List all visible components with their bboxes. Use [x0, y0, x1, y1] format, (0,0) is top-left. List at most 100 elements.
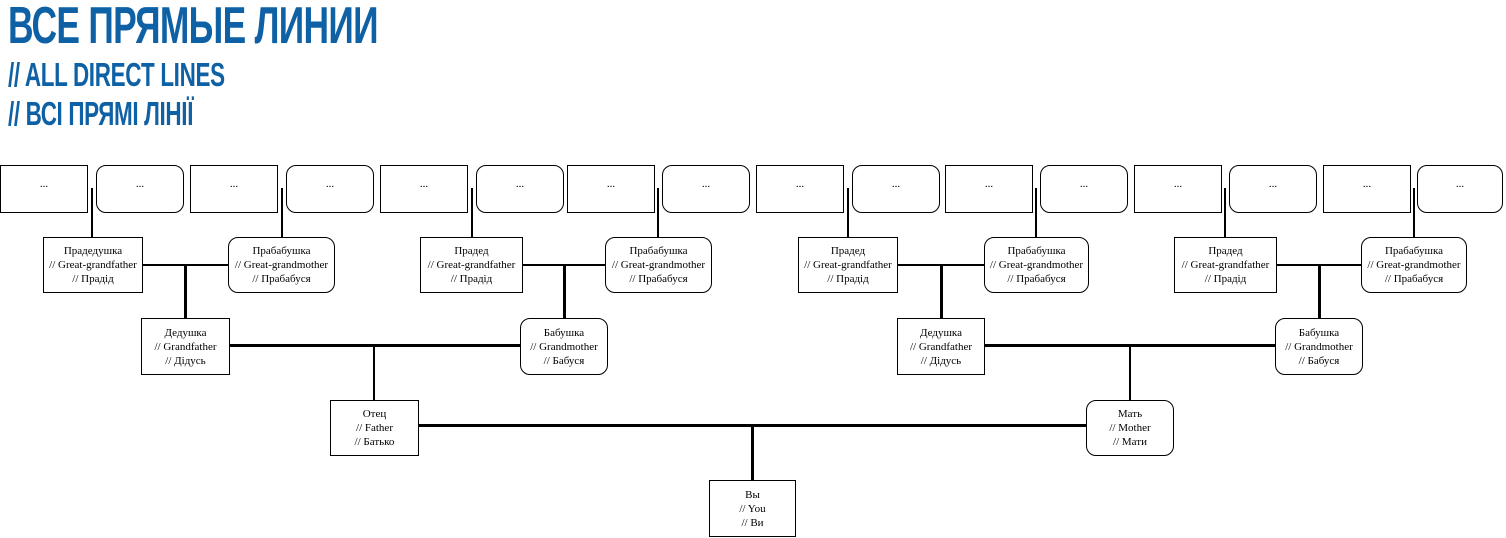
- label-uk: // Прадід: [827, 273, 869, 285]
- label-ru: Бабушка: [1298, 326, 1340, 339]
- label-ru: Прадед: [830, 245, 866, 257]
- box-great-grandfather-1: Прадедушка // Great-grandfather // Праді…: [43, 237, 143, 293]
- ancestor-label: ...: [229, 178, 239, 190]
- label-en: // Great-grandmother: [234, 259, 329, 271]
- box-ancestor-16: ...: [1417, 165, 1503, 213]
- label-ru: Вы: [745, 488, 760, 501]
- box-ancestor-14: ...: [1229, 165, 1317, 213]
- label-ru: Прабабушка: [1384, 245, 1443, 257]
- box-ancestor-5: ...: [380, 165, 468, 213]
- box-ancestor-6: ...: [476, 165, 564, 213]
- ancestor-label: ...: [984, 178, 994, 190]
- label-ru: Прабабушка: [252, 245, 311, 257]
- label-uk: // Прадід: [450, 273, 493, 285]
- label-uk: // Бабуся: [1298, 354, 1340, 367]
- label-uk: // Батько: [354, 436, 395, 448]
- connector-gcouple2-drop: [1129, 344, 1131, 400]
- box-ancestor-8: ...: [662, 165, 750, 213]
- connector-pair8-drop: [1413, 188, 1415, 237]
- ancestor-label: ...: [795, 178, 805, 190]
- label-uk: // Прабабуся: [1007, 273, 1066, 285]
- label-en: // Great-grandfather: [1181, 259, 1270, 271]
- label-uk: // Прабабуся: [1384, 273, 1444, 285]
- ancestor-label: ...: [701, 178, 711, 190]
- ancestor-label: ...: [515, 178, 525, 190]
- connector-parents-drop: [751, 424, 754, 480]
- label-uk: // Прабабуся: [629, 273, 688, 285]
- label-ru: Прадед: [454, 245, 489, 257]
- box-ancestor-11: ...: [945, 165, 1033, 213]
- label-en: // Grandmother: [530, 340, 598, 353]
- ancestor-label: ...: [419, 178, 429, 190]
- box-grandmother-2: Бабушка // Grandmother // Бабуся: [1275, 318, 1363, 375]
- connector-pair2-drop: [281, 188, 283, 237]
- box-ancestor-13: ...: [1134, 165, 1222, 213]
- connector-ggcouple1-drop: [184, 264, 187, 319]
- label-en: // Grandmother: [1285, 340, 1353, 353]
- label-en: // Great-grandmother: [611, 259, 706, 271]
- connector-ggcouple2-drop: [563, 264, 566, 319]
- ancestor-label: ...: [891, 178, 901, 190]
- box-great-grandfather-3: Прадед // Great-grandfather // Прадід: [798, 237, 898, 293]
- connector-ggcouple4-drop: [1318, 264, 1321, 319]
- label-uk: // Дідусь: [165, 354, 206, 367]
- ancestor-label: ...: [1173, 178, 1183, 190]
- box-ancestor-9: ...: [756, 165, 844, 213]
- label-uk: // Прадід: [1204, 273, 1247, 285]
- connector-ggcouple3-drop: [940, 264, 943, 319]
- label-en: // Father: [356, 422, 393, 434]
- box-ancestor-15: ...: [1323, 165, 1411, 213]
- page-title: ВСЕ ПРЯМЫЕ ЛИНИИ: [8, 0, 379, 55]
- label-ru: Дедушка: [164, 326, 207, 339]
- box-ancestor-12: ...: [1040, 165, 1128, 213]
- label-en: // You: [739, 502, 766, 515]
- page-subtitle-en: // ALL DIRECT LINES: [8, 56, 225, 93]
- box-great-grandmother-3: Прабабушка // Great-grandmother // Праба…: [984, 237, 1089, 293]
- label-en: // Grandfather: [154, 340, 217, 353]
- label-uk: // Прадід: [72, 273, 114, 285]
- box-great-grandfather-4: Прадед // Great-grandfather // Прадід: [1174, 237, 1277, 293]
- box-ancestor-4: ...: [286, 165, 374, 213]
- label-ru: Мать: [1117, 408, 1143, 420]
- box-ancestor-2: ...: [96, 165, 184, 213]
- ancestor-label: ...: [1455, 178, 1465, 190]
- connector-pair1-drop: [91, 188, 93, 237]
- ancestor-label: ...: [135, 178, 145, 190]
- connector-pair6-drop: [1035, 188, 1037, 237]
- box-grandfather-1: Дедушка // Grandfather // Дідусь: [141, 318, 230, 375]
- label-en: // Grandfather: [910, 340, 972, 353]
- label-en: // Great-grandfather: [427, 259, 516, 271]
- label-ru: Дедушка: [919, 326, 962, 339]
- box-you: Вы // You // Ви: [709, 480, 796, 537]
- box-ancestor-3: ...: [190, 165, 278, 213]
- label-uk: // Мати: [1113, 436, 1147, 448]
- box-great-grandfather-2: Прадед // Great-grandfather // Прадід: [420, 237, 523, 293]
- label-en: // Great-grandmother: [1367, 259, 1461, 271]
- label-ru: Отец: [362, 408, 387, 420]
- label-en: // Great-grandfather: [804, 259, 892, 271]
- label-ru: Бабушка: [543, 326, 585, 339]
- label-en: // Great-grandmother: [989, 259, 1084, 271]
- label-uk: // Прабабуся: [252, 273, 311, 285]
- label-en: // Mother: [1109, 422, 1151, 434]
- label-uk: // Ви: [741, 516, 764, 529]
- box-grandfather-2: Дедушка // Grandfather // Дідусь: [897, 318, 985, 375]
- label-en: // Great-grandfather: [49, 259, 137, 271]
- label-ru: Прадедушка: [63, 245, 123, 257]
- box-ancestor-1: ...: [0, 165, 88, 213]
- box-ancestor-7: ...: [567, 165, 655, 213]
- box-mother: Мать // Mother // Мати: [1086, 400, 1174, 456]
- ancestor-label: ...: [39, 178, 49, 190]
- label-uk: // Дідусь: [920, 354, 962, 367]
- page-subtitle-uk: // ВСІ ПРЯМІ ЛІНІЇ: [8, 95, 194, 132]
- ancestor-label: ...: [606, 178, 616, 190]
- ancestor-label: ...: [1079, 178, 1089, 190]
- box-great-grandmother-2: Прабабушка // Great-grandmother // Праба…: [605, 237, 712, 293]
- connector-pair7-drop: [1224, 188, 1226, 237]
- connector-gcouple1-drop: [373, 344, 375, 400]
- connector-pair3-drop: [471, 188, 473, 237]
- label-uk: // Бабуся: [543, 354, 585, 367]
- connector-pair4-drop: [657, 188, 659, 237]
- label-ru: Прабабушка: [1007, 245, 1066, 257]
